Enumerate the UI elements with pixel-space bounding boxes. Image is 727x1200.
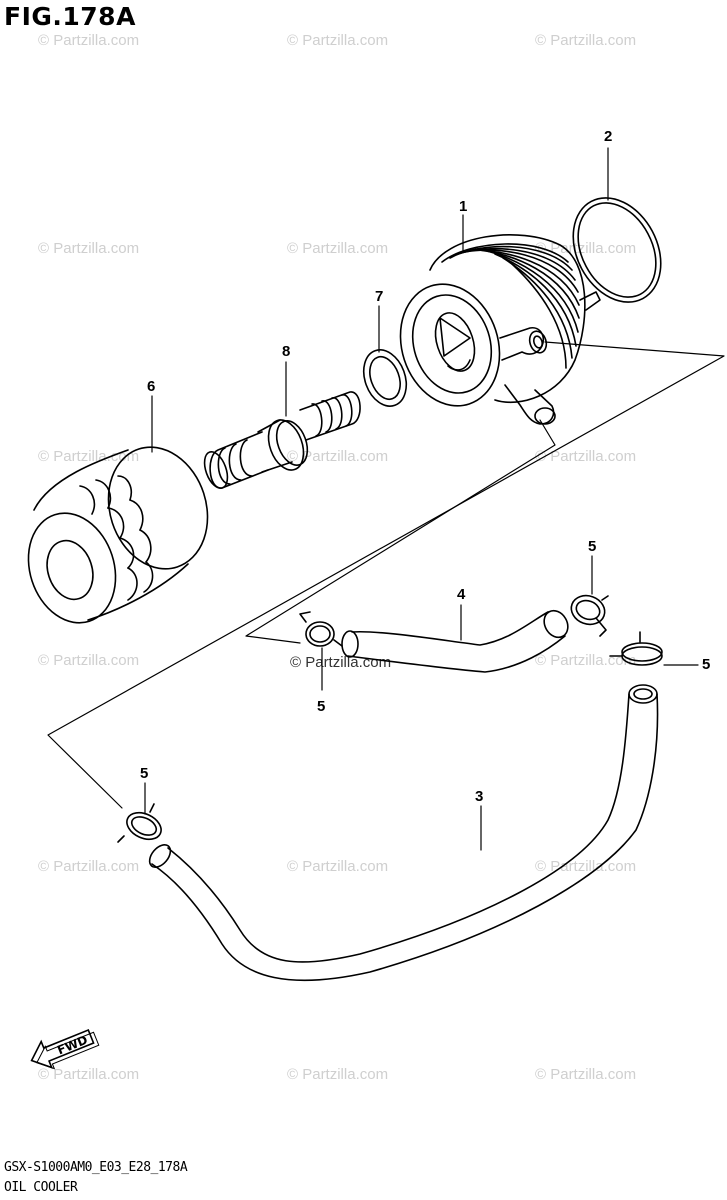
watermark: © Partzilla.com (287, 32, 389, 49)
callout-2: 2 (604, 128, 613, 145)
callout-5: 5 (140, 765, 149, 782)
callout-7: 7 (375, 288, 384, 305)
part-3-hose (148, 684, 659, 982)
watermark: © Partzilla.com (38, 240, 140, 257)
callout-1: 1 (459, 198, 468, 215)
watermark: © Partzilla.com (287, 1066, 389, 1083)
connection-lines (47, 341, 725, 809)
watermark: © Partzilla.com (535, 32, 637, 49)
watermark: © Partzilla.com (38, 448, 140, 465)
part-4-hose (341, 609, 569, 673)
watermark: © Partzilla.com (38, 858, 140, 875)
callout-6: 6 (147, 378, 156, 395)
callout-5: 5 (588, 538, 597, 555)
watermark: © Partzilla.com (38, 32, 140, 49)
part-6-oil-filter (27, 446, 209, 624)
watermark: © Partzilla.com (535, 1066, 637, 1083)
part-5-clamp-c (609, 631, 663, 666)
callout-8: 8 (282, 343, 291, 360)
part-1-oil-cooler (399, 234, 601, 425)
part-2-oring (572, 197, 662, 303)
part-5-clamp-a (299, 611, 343, 647)
callout-5: 5 (702, 656, 711, 673)
part-5-clamp-b (570, 594, 609, 637)
watermark: © Partzilla.com (287, 240, 389, 257)
watermark: © Partzilla.com (38, 1066, 140, 1083)
watermark: © Partzilla.com (38, 652, 140, 669)
figure-name: OIL COOLER (4, 1180, 78, 1195)
part-5-clamp-d (117, 803, 162, 843)
part-8-union-bolt (203, 391, 361, 489)
figure-title: FIG.178A (4, 2, 136, 31)
watermark: © Partzilla.com (535, 858, 637, 875)
callout-4: 4 (457, 586, 466, 603)
leader-lines (144, 147, 699, 851)
fwd-arrow-icon: FWD (30, 1029, 100, 1070)
part-7-washer (362, 349, 408, 407)
callout-3: 3 (475, 788, 484, 805)
watermark: © Partzilla.com (535, 448, 637, 465)
figure-code: GSX-S1000AM0_E03_E28_178A (4, 1160, 188, 1175)
watermark: © Partzilla.com (287, 448, 389, 465)
callout-5: 5 (317, 698, 326, 715)
watermark: © Partzilla.com (287, 858, 389, 875)
